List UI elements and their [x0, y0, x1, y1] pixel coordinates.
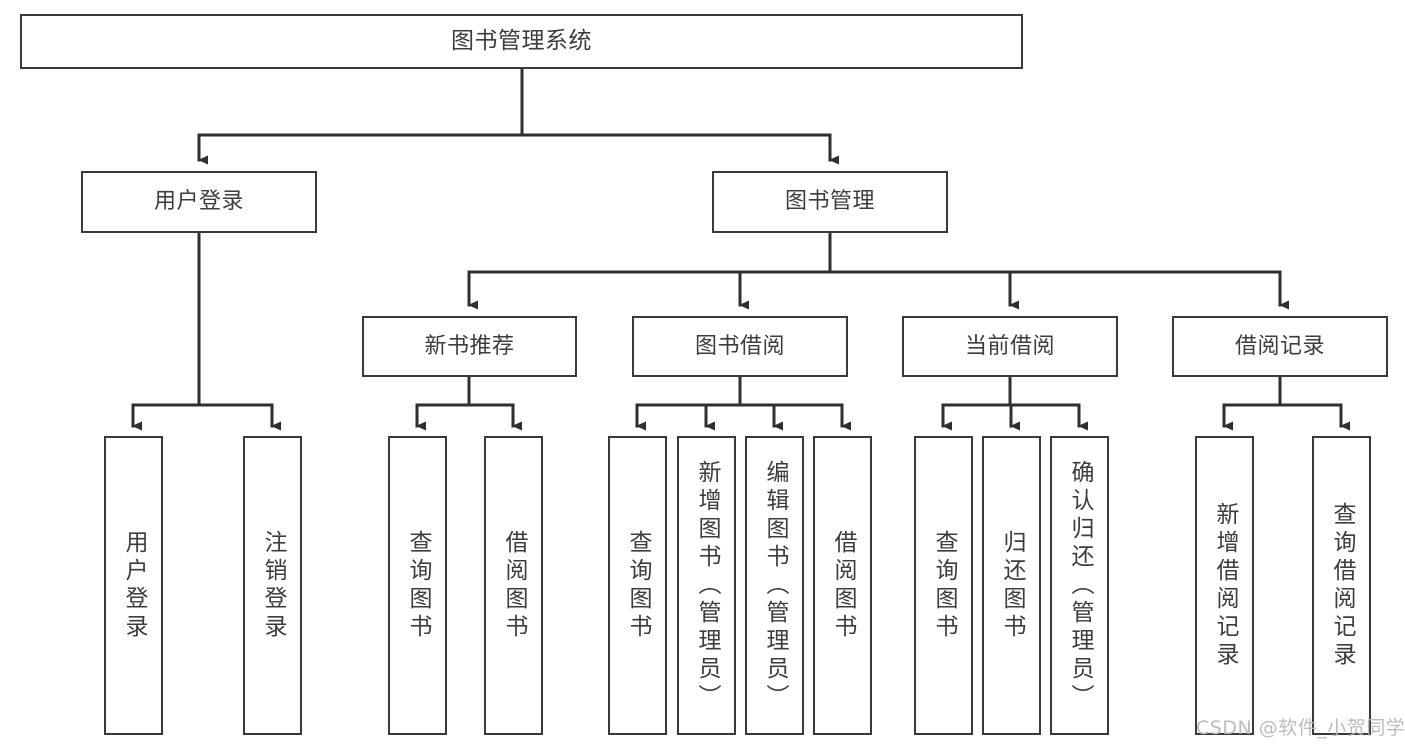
node-label: 编辑图书（管理员） — [762, 459, 788, 712]
node-label: 图书管理 — [784, 189, 875, 215]
node-current-borrow[interactable]: 当前借阅 — [902, 316, 1118, 377]
node-label: 借阅图书 — [830, 529, 856, 642]
node-book-borrow[interactable]: 图书借阅 — [632, 316, 848, 377]
leaf-records-add-record[interactable]: 新增借阅记录 — [1195, 436, 1254, 735]
node-label: 用户登录 — [121, 529, 147, 642]
leaf-new-book-borrow[interactable]: 借阅图书 — [484, 436, 543, 735]
leaf-records-query-record[interactable]: 查询借阅记录 — [1312, 436, 1371, 735]
node-book-management[interactable]: 图书管理 — [712, 171, 948, 233]
node-label: 图书借阅 — [694, 333, 785, 359]
node-label: 新书推荐 — [424, 333, 515, 359]
node-user-login[interactable]: 用户登录 — [81, 171, 317, 233]
leaf-user-login-logout[interactable]: 注销登录 — [243, 436, 302, 735]
node-new-book-recommend[interactable]: 新书推荐 — [362, 316, 577, 377]
node-label: 借阅图书 — [501, 529, 527, 642]
node-label: 新增图书（管理员） — [694, 459, 720, 712]
node-label: 查询图书 — [931, 529, 957, 642]
node-label: 借阅记录 — [1234, 333, 1325, 359]
leaf-new-book-query[interactable]: 查询图书 — [388, 436, 447, 735]
leaf-current-confirm-return-admin[interactable]: 确认归还（管理员） — [1050, 436, 1109, 735]
node-borrow-records[interactable]: 借阅记录 — [1172, 316, 1388, 377]
csdn-watermark: CSDN @软件_小贺同学 — [1196, 717, 1405, 739]
node-label: 注销登录 — [260, 529, 286, 642]
leaf-borrow-add-book-admin[interactable]: 新增图书（管理员） — [677, 436, 736, 735]
node-label: 归还图书 — [999, 529, 1025, 642]
node-label: 当前借阅 — [964, 333, 1055, 359]
node-label: 用户登录 — [153, 189, 244, 215]
leaf-user-login-login[interactable]: 用户登录 — [104, 436, 163, 735]
leaf-current-query-book[interactable]: 查询图书 — [914, 436, 973, 735]
node-label: 确认归还（管理员） — [1067, 459, 1093, 712]
node-label: 新增借阅记录 — [1212, 501, 1238, 670]
leaf-current-return-book[interactable]: 归还图书 — [982, 436, 1041, 735]
leaf-borrow-borrow-book[interactable]: 借阅图书 — [813, 436, 872, 735]
node-label: 查询借阅记录 — [1329, 501, 1355, 670]
node-label: 图书管理系统 — [451, 27, 592, 54]
leaf-borrow-query-book[interactable]: 查询图书 — [608, 436, 667, 735]
node-label: 查询图书 — [405, 529, 431, 642]
leaf-borrow-edit-book-admin[interactable]: 编辑图书（管理员） — [745, 436, 804, 735]
node-label: 查询图书 — [625, 529, 651, 642]
node-root-system[interactable]: 图书管理系统 — [20, 14, 1023, 69]
